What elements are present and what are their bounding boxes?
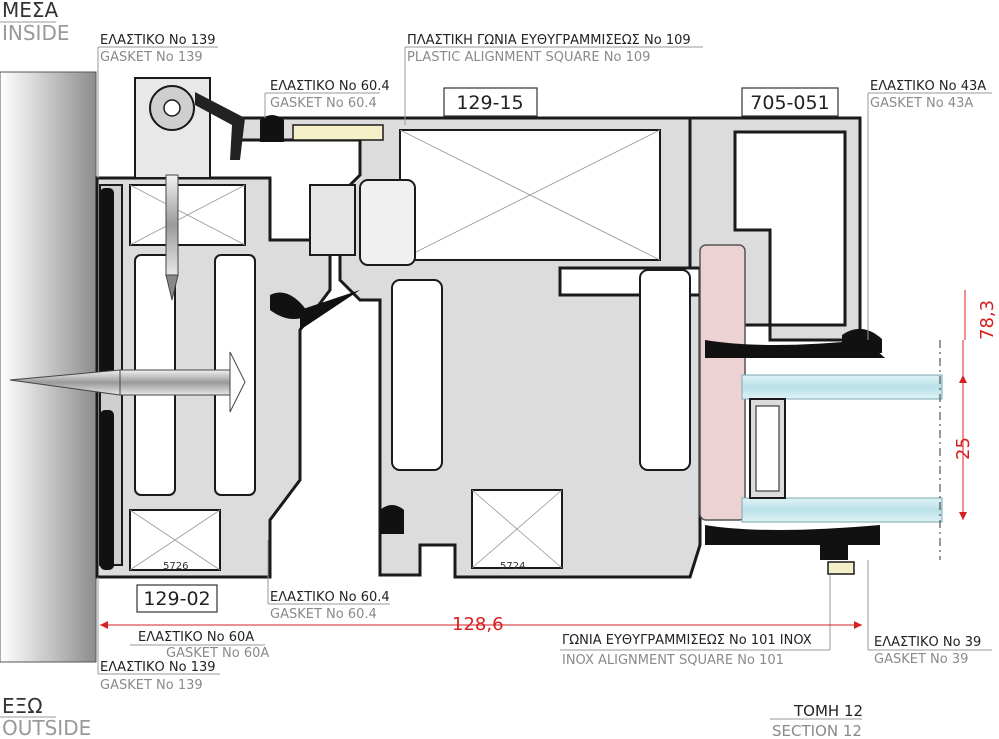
gasket-43a-en: GASKET Νο 43Α [870,96,973,111]
gasket-60a-en: GASKET Νο 60Α [166,646,269,661]
gasket-60-4-bottom-gr: ΕΛΑΣΤΙΚΟ Νο 60.4 [270,590,390,605]
dimension-lines [100,290,967,629]
outside-label-en: OUTSIDE [2,716,91,739]
inox-square-101-en: INOX ALIGNMENT SQUARE Νο 101 [562,653,784,668]
inside-label-en: INSIDE [2,21,70,45]
gasket-43a-gr: ΕΛΑΣΤΙΚΟ Νο 43Α [870,79,986,94]
plastic-alignment-square-109 [292,124,384,141]
profile-code-bead: 705-051 [741,87,839,117]
svg-text:705-051: 705-051 [750,92,829,114]
leader-lines [0,21,992,720]
cleat-code-frame: 5726 [163,561,188,572]
gasket-60-4-top-gr: ΕΛΑΣΤΙΚΟ Νο 60.4 [270,79,390,94]
gasket-139-top-en: GASKET Νο 139 [100,50,203,65]
gasket-139-bottom-en: GASKET Νο 139 [100,678,203,693]
dimension-height: 78,3 [977,300,998,340]
fixing-screws [9,174,246,413]
sash-profile-129-15 [238,116,702,579]
plastic-square-109-en: PLASTIC ALIGNMENT SQUARE Νο 109 [407,50,650,65]
gasket-139-bottom-gr: ΕΛΑΣΤΙΚΟ Νο 139 [100,660,216,675]
svg-text:129-15: 129-15 [456,92,523,114]
glass-spacer-pad [699,244,746,521]
gaskets [100,115,885,570]
gasket-60-4-top-en: GASKET Νο 60.4 [270,96,377,111]
profile-code-frame: 129-02 [136,584,218,613]
inox-alignment-square-101 [827,561,855,575]
glazing-unit [741,374,943,523]
dimension-width: 128,6 [452,614,504,635]
top-clip-assembly [134,77,245,179]
svg-text:129-02: 129-02 [143,588,210,610]
profile-code-sash: 129-15 [443,87,538,117]
section-title-en: SECTION 12 [772,722,862,739]
gasket-139-top-gr: ΕΛΑΣΤΙΚΟ Νο 139 [100,33,216,48]
gasket-39-en: GASKET Νο 39 [874,652,968,667]
inside-label-gr: ΜΕΣΑ [2,0,59,22]
gasket-39-gr: ΕΛΑΣΤΙΚΟ Νο 39 [874,635,981,650]
wall-section [0,71,97,663]
dimension-glass: 25 [953,437,974,460]
gasket-60-4-bottom-en: GASKET Νο 60.4 [270,607,377,622]
gasket-60a-gr: ΕΛΑΣΤΙΚΟ Νο 60Α [138,630,254,645]
section-title-gr: ΤΟΜΗ 12 [793,702,863,720]
outside-label-gr: ΕΞΩ [2,694,43,718]
inox-square-101-gr: ΓΩΝΙΑ ΕΥΘΥΓΡΑΜΜΙΣΕΩΣ Νο 101 INOX [562,633,812,648]
cleat-code-sash: 5724 [500,561,525,572]
plastic-square-109-gr: ΠΛΑΣΤΙΚΗ ΓΩΝΙΑ ΕΥΘΥΓΡΑΜΜΙΣΕΩΣ Νο 109 [407,33,691,48]
